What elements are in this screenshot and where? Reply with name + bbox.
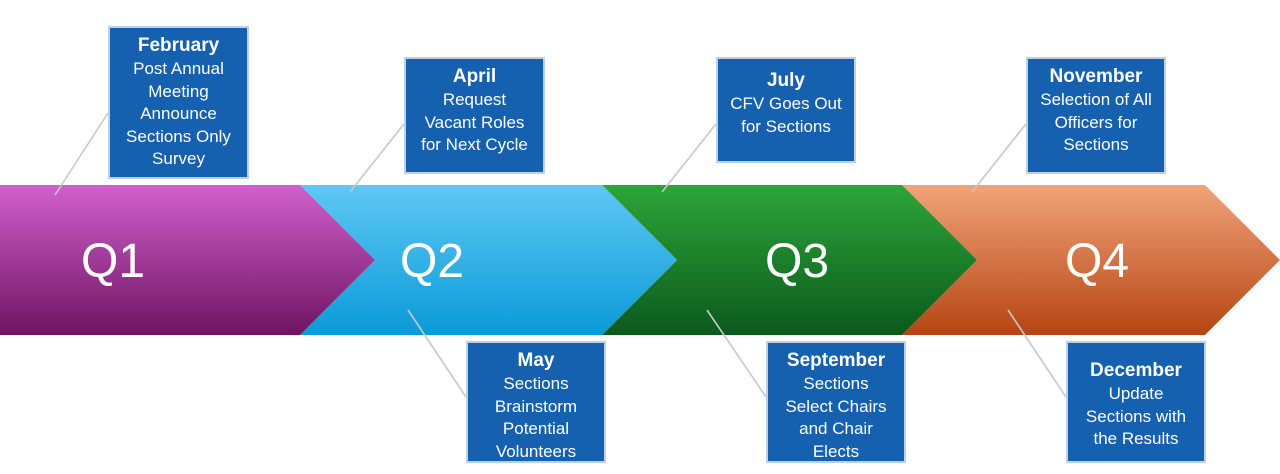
connector-july <box>661 123 717 193</box>
callout-month: April <box>452 66 497 87</box>
callout-line: Sections <box>803 374 869 393</box>
callout-line: Brainstorm <box>494 396 578 416</box>
callout-july: July CFV Goes Out for Sections <box>716 57 856 163</box>
q4-segment <box>902 185 1280 335</box>
connector-april <box>349 123 405 193</box>
callout-line: Elects <box>812 441 860 461</box>
callout-month: November <box>1049 66 1143 87</box>
callout-line: Request <box>442 90 507 109</box>
callout-september: September Sections Select Chairs and Cha… <box>766 341 906 463</box>
callout-line: Survey <box>152 149 205 168</box>
callout-line: Select Chairs <box>785 396 887 416</box>
callout-line: Sections <box>503 374 569 393</box>
callout-line: Officers for <box>1054 112 1138 132</box>
callout-line: and Chair <box>799 419 873 438</box>
callout-line: for Next Cycle <box>421 135 528 154</box>
callout-line: Vacant Roles <box>424 112 525 132</box>
callout-line: the Results <box>1093 429 1179 448</box>
callout-line: Selection of All <box>1040 90 1152 109</box>
connector-december <box>1007 309 1067 398</box>
callout-line: Announce <box>140 104 217 123</box>
callout-line: Sections with <box>1085 406 1187 426</box>
callout-month: February <box>137 35 220 56</box>
callout-april: April Request Vacant Roles for Next Cycl… <box>404 57 545 174</box>
callout-december: December Update Sections with the Result… <box>1066 341 1206 463</box>
callout-month: September <box>786 350 886 371</box>
q1-segment <box>0 185 375 335</box>
connector-february <box>54 112 109 196</box>
connector-may <box>407 309 467 398</box>
callout-month: July <box>766 70 806 91</box>
callout-line: Sections <box>1063 135 1129 154</box>
q3-segment <box>602 185 977 335</box>
q3-label: Q3 <box>765 235 829 288</box>
callout-line: CFV Goes Out <box>730 94 842 113</box>
callout-month: December <box>1090 360 1182 381</box>
q2-segment <box>300 185 677 335</box>
callout-line: Meeting <box>148 81 209 101</box>
connector-november <box>971 123 1027 193</box>
callout-line: Potential <box>502 419 570 438</box>
callout-month: May <box>517 350 555 371</box>
q1-label: Q1 <box>81 235 145 288</box>
callout-november: November Selection of All Officers for S… <box>1026 57 1166 174</box>
q2-label: Q2 <box>400 235 464 288</box>
q4-label: Q4 <box>1065 235 1129 288</box>
callout-line: Volunteers <box>495 441 577 461</box>
callout-line: Update <box>1108 384 1164 403</box>
callout-february: February Post Annual Meeting Announce Se… <box>108 26 249 179</box>
callout-may: May Sections Brainstorm Potential Volunt… <box>466 341 606 463</box>
callout-line: for Sections <box>741 116 831 136</box>
connector-september <box>706 309 767 398</box>
callout-line: Sections Only <box>126 126 231 146</box>
callout-line: Post Annual <box>133 59 224 78</box>
